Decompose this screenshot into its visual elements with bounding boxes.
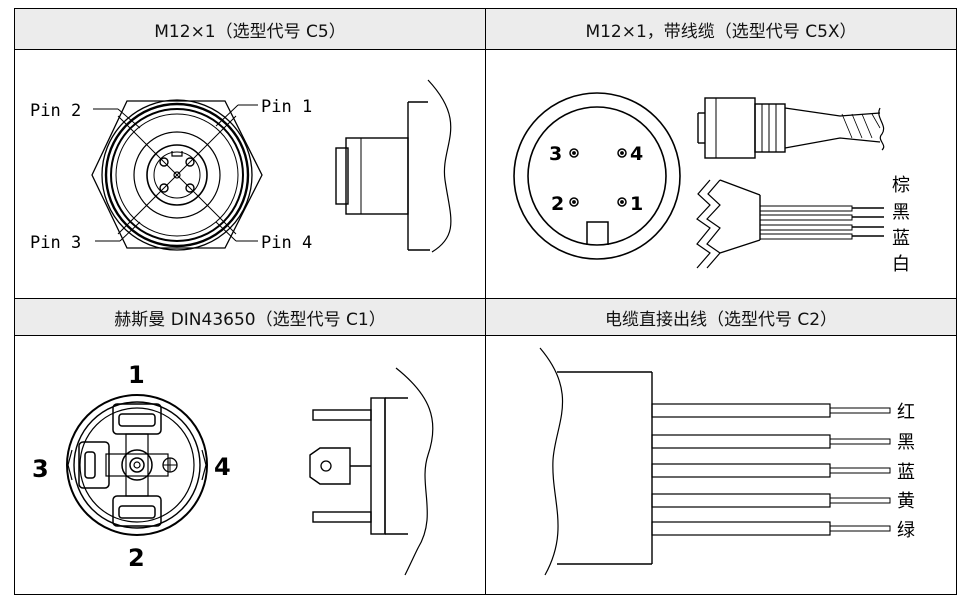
m12-hex-nut bbox=[91, 100, 263, 249]
pin-4-label: Pin 4 bbox=[261, 233, 312, 253]
header-m12-title: M12×1（选型代号 C5） bbox=[154, 21, 346, 42]
m12-cable-wire-black-label: 黑 bbox=[892, 202, 910, 223]
m12-cable-pin-3: 3 bbox=[549, 143, 562, 165]
header-m12: M12×1（选型代号 C5） bbox=[14, 8, 486, 50]
din-pin-3: 3 bbox=[32, 455, 49, 483]
direct-cable-view bbox=[539, 347, 891, 576]
m12-front-view bbox=[91, 99, 263, 251]
header-m12-cable-title: M12×1，带线缆（选型代号 C5X） bbox=[585, 21, 857, 42]
din-pin-4: 4 bbox=[214, 453, 231, 481]
din-side-view bbox=[309, 367, 434, 576]
m12-cable-wires bbox=[696, 179, 884, 269]
m12-cable-pin-1: 1 bbox=[630, 193, 643, 215]
direct-wire-green-label: 绿 bbox=[897, 520, 915, 541]
din-pin-2: 2 bbox=[128, 544, 145, 572]
m12-cable-pin-4: 4 bbox=[630, 143, 643, 165]
m12-cable-front-view bbox=[513, 92, 681, 260]
direct-wire-red-label: 红 bbox=[897, 402, 915, 423]
body-m12-cable bbox=[485, 49, 957, 299]
din-pin-1: 1 bbox=[128, 361, 145, 389]
m12-cable-pin-2: 2 bbox=[551, 193, 564, 215]
body-direct bbox=[485, 335, 957, 595]
direct-wire-yellow-label: 黄 bbox=[897, 491, 915, 512]
pin-2-label: Pin 2 bbox=[30, 101, 81, 121]
m12-cable-wire-brown-label: 棕 bbox=[892, 175, 910, 196]
m12-cable-side-view bbox=[697, 97, 885, 159]
m12-side-view bbox=[335, 79, 452, 253]
direct-wire-black-label: 黑 bbox=[897, 432, 915, 453]
header-din-title: 赫斯曼 DIN43650（选型代号 C1） bbox=[114, 309, 386, 330]
direct-wire-blue-label: 蓝 bbox=[897, 462, 915, 483]
pin-3-label: Pin 3 bbox=[30, 233, 81, 253]
pin-1-label: Pin 1 bbox=[261, 97, 312, 117]
din-front-view bbox=[66, 394, 208, 536]
m12-cable-wire-white-label: 白 bbox=[892, 254, 910, 275]
m12-cable-wire-blue-label: 蓝 bbox=[892, 228, 910, 249]
header-direct-title: 电缆直接出线（选型代号 C2） bbox=[604, 309, 838, 330]
